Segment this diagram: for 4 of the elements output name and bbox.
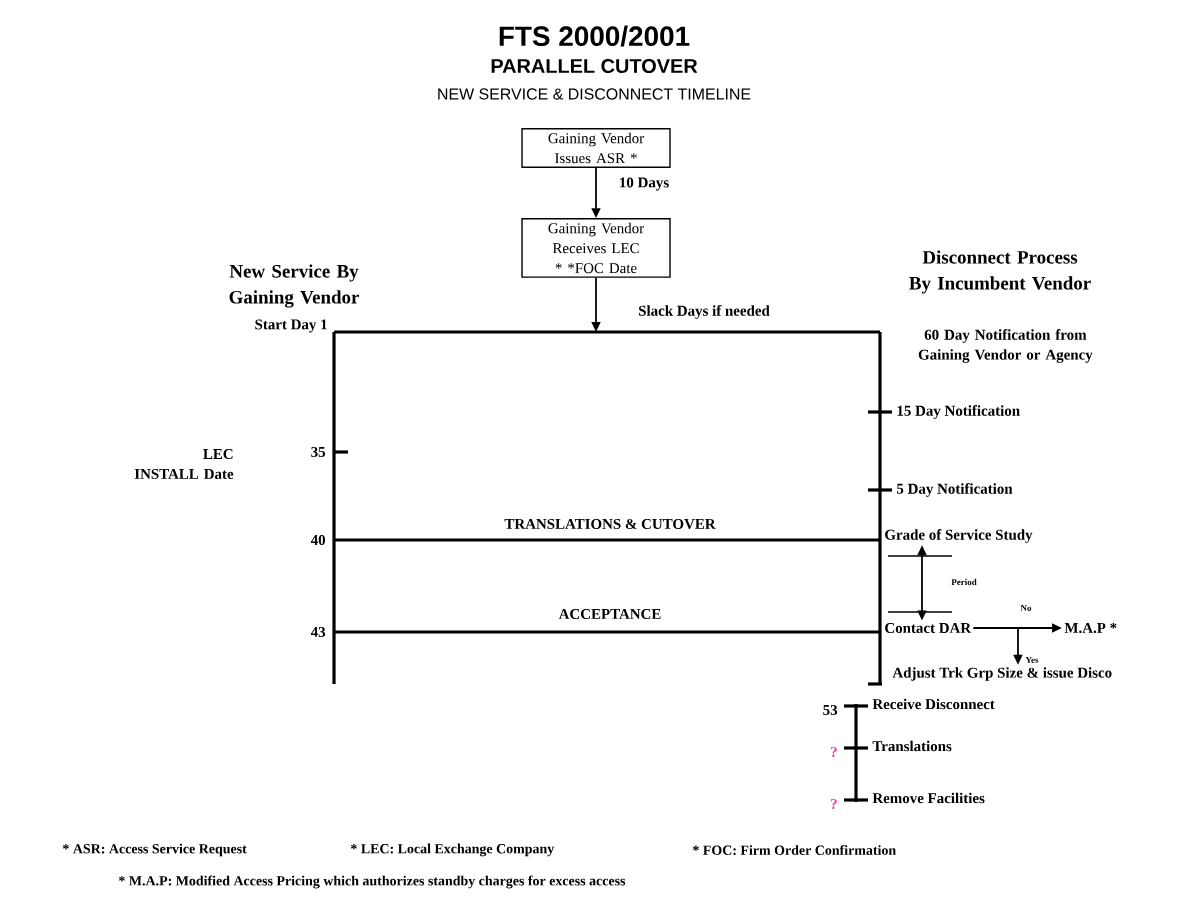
title: FTS 2000/2001 [499, 25, 690, 47]
column-heading: Disconnect Process By Incumbent Vendor [909, 250, 1091, 294]
column-heading: New Service By Gaining Vendor [229, 264, 359, 308]
subtitle: PARALLEL CUTOVER [491, 58, 698, 74]
